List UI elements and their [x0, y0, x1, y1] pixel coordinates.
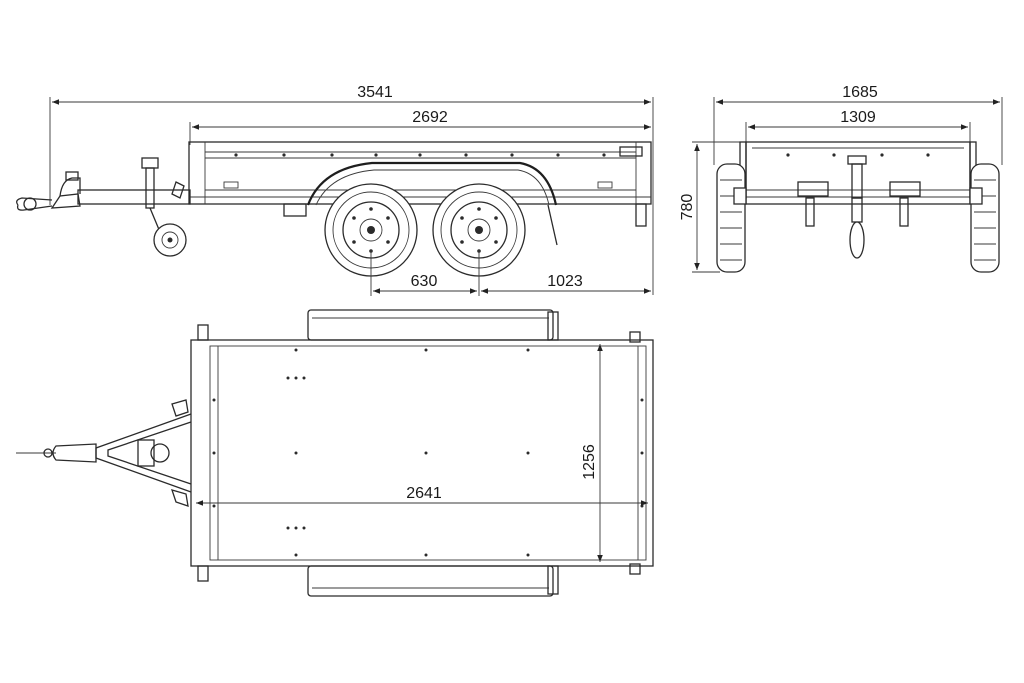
inner-length-label: 2641 [406, 485, 442, 502]
rear-view: 1685 1309 780 [679, 84, 1003, 273]
fender [306, 161, 558, 246]
dimension-overall-width: 1685 [713, 84, 1003, 165]
overall-length-label: 3541 [357, 84, 393, 101]
top-view: 1256 2641 [16, 309, 654, 597]
box-length-label: 2692 [412, 109, 448, 126]
dimension-axle-spacing: 630 [370, 250, 480, 296]
top-fenders [307, 309, 559, 597]
rear-view-right-wheel [969, 163, 1000, 273]
overall-width-label: 1685 [842, 84, 878, 101]
side-rivets [234, 153, 606, 157]
axle-spacing-label: 630 [411, 273, 438, 290]
dimension-overall-length: 3541 [49, 84, 654, 295]
dimension-box-width: 1309 [745, 109, 971, 145]
drawbar-top [16, 399, 192, 507]
box-width-label: 1309 [840, 109, 876, 126]
dimension-rear-overhang: 1023 [481, 273, 651, 294]
cargo-box-side [188, 141, 652, 227]
cargo-deck-top [190, 324, 654, 582]
rear-view-left-wheel [716, 163, 747, 273]
inner-width-label: 1256 [581, 444, 598, 480]
dimension-box-length: 2692 [189, 109, 651, 145]
dimension-height: 780 [679, 141, 746, 273]
rear-body [739, 141, 977, 259]
rear-overhang-label: 1023 [547, 273, 583, 290]
side-view: 3541 2692 [16, 84, 654, 296]
height-label: 780 [679, 194, 696, 221]
dimension-inner-length: 2641 [196, 485, 648, 506]
dimension-inner-width: 1256 [581, 344, 603, 562]
drawbar-side [16, 157, 191, 257]
